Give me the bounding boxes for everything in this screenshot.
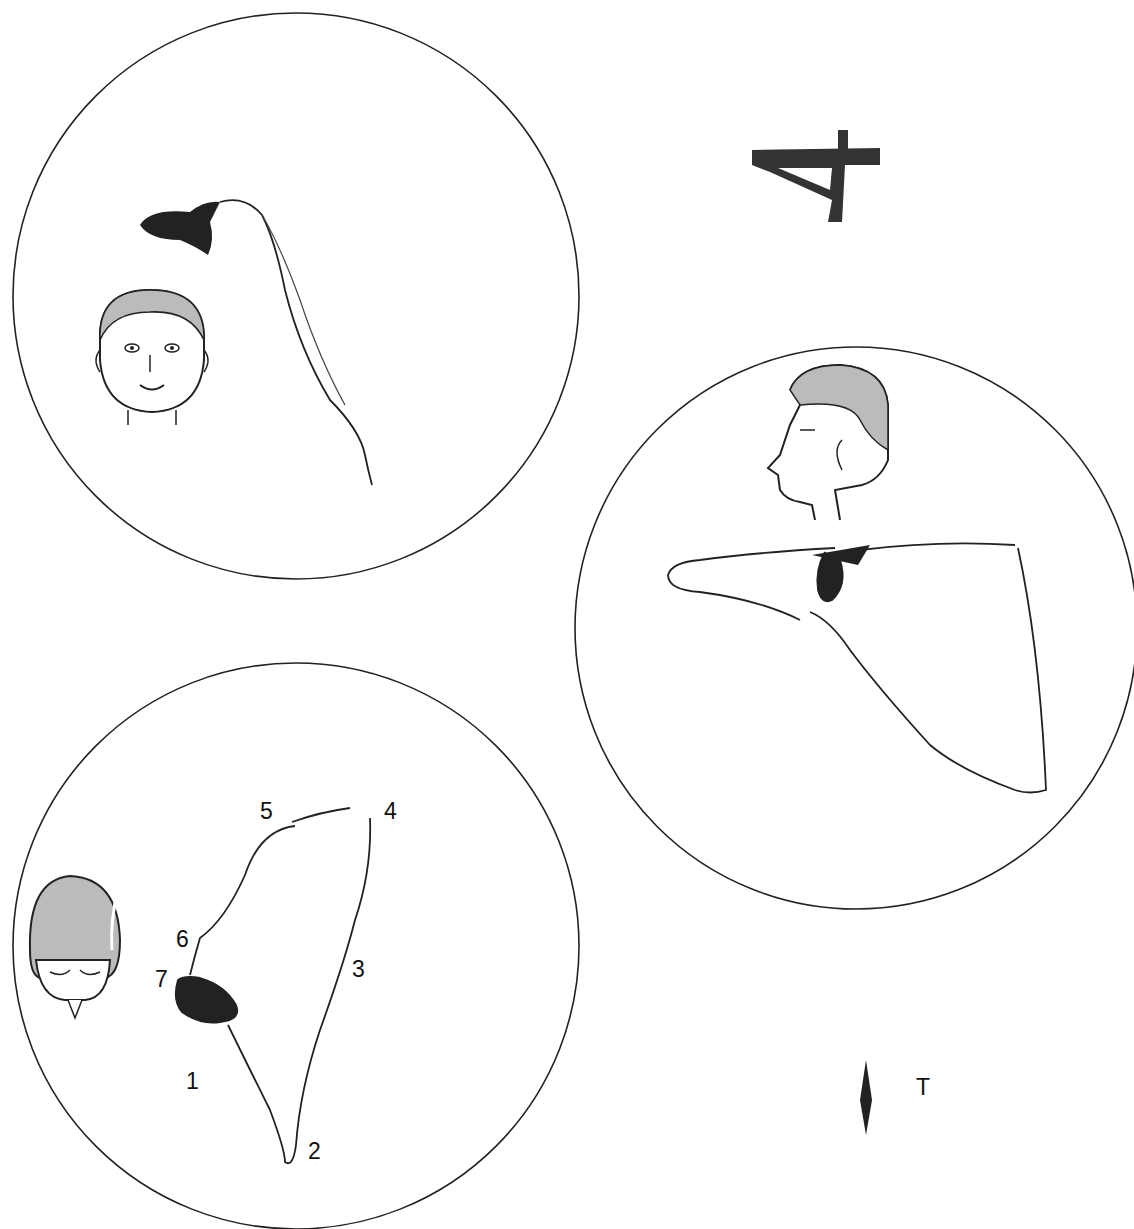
profile-head (768, 365, 888, 520)
view-circle (575, 347, 1134, 909)
trajectory (668, 543, 1046, 792)
spindle-symbol (860, 1060, 872, 1135)
top-head (30, 876, 120, 1018)
callout-number: 1 (186, 1070, 199, 1093)
callout-number: 4 (384, 800, 397, 823)
trajectory (176, 808, 370, 1163)
callout-number: 2 (308, 1140, 321, 1163)
callout-number: 6 (176, 928, 189, 951)
front-face (96, 290, 208, 425)
trajectory (140, 200, 372, 485)
callout-number: 3 (352, 958, 365, 981)
callout-number: 5 (260, 800, 273, 823)
symbol-mark (752, 130, 880, 222)
callout-number: 7 (155, 968, 168, 991)
view-circle (13, 663, 579, 1229)
view-circle (13, 13, 579, 579)
callout-number: T (916, 1076, 930, 1099)
